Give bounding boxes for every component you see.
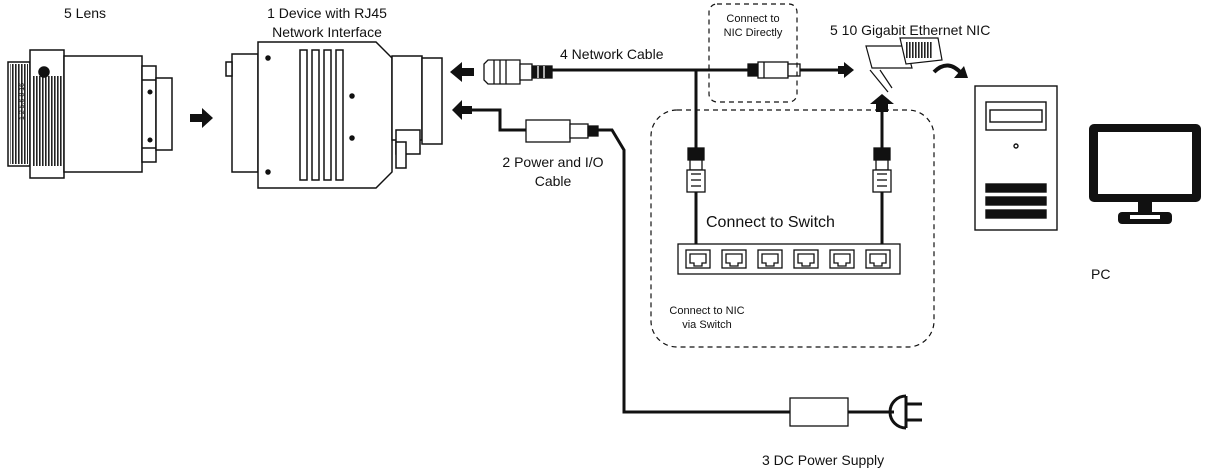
nic-label: 5 10 Gigabit Ethernet NIC — [830, 22, 991, 38]
network-cable-label: 4 Network Cable — [560, 46, 664, 62]
plug-icon — [888, 394, 922, 430]
via-switch-label-line1: Connect to NIC — [669, 305, 745, 317]
power-io-label-line2: Cable — [534, 173, 572, 189]
pc-label: PC — [1091, 266, 1111, 282]
power-adapter-icon — [789, 397, 849, 427]
lens-icon: 1 2 5.6 8 16 — [7, 49, 173, 179]
svg-text:1 2 5.6 8 16: 1 2 5.6 8 16 — [19, 83, 26, 120]
nic-direct-label-line2: NIC Directly — [723, 27, 783, 39]
rj45-connector-icon — [686, 147, 706, 193]
switch-label: Connect to Switch — [706, 214, 835, 231]
nic-card-icon — [865, 37, 943, 93]
direct-connection-box — [708, 3, 798, 103]
cables — [472, 68, 890, 414]
switch-port-4 — [793, 249, 819, 269]
rj45-connector-icon — [872, 147, 892, 193]
monitor-icon — [1089, 124, 1201, 224]
switch-icon — [677, 243, 901, 275]
pc-tower-icon — [974, 85, 1058, 231]
arrow-icon — [450, 62, 474, 120]
device-icon — [225, 41, 443, 189]
nic-direct-label-line1: Connect to — [726, 13, 780, 25]
via-switch-label-line2: via Switch — [682, 319, 732, 331]
switch-port-6 — [865, 249, 891, 269]
switch-port-5 — [829, 249, 855, 269]
dc-supply-label: 3 DC Power Supply — [762, 452, 885, 468]
switch-port-1 — [685, 249, 711, 269]
arrow-icon — [870, 94, 894, 112]
lens-label: 5 Lens — [64, 5, 107, 21]
rj45-connector-icon — [483, 59, 553, 85]
switch-port-3 — [757, 249, 783, 269]
switch-connection-box — [650, 109, 935, 348]
power-connector-icon — [525, 119, 599, 143]
power-io-label-line1: 2 Power and I/O — [502, 154, 604, 170]
arrow-icon — [838, 62, 854, 78]
arrow-icon — [932, 63, 968, 78]
switch-port-2 — [721, 249, 747, 269]
rj45-connector-icon — [747, 61, 801, 79]
device-label-line1: 1 Device with RJ45 — [267, 5, 387, 21]
device-label-line2: Network Interface — [272, 24, 382, 40]
arrow-icon — [190, 108, 213, 128]
